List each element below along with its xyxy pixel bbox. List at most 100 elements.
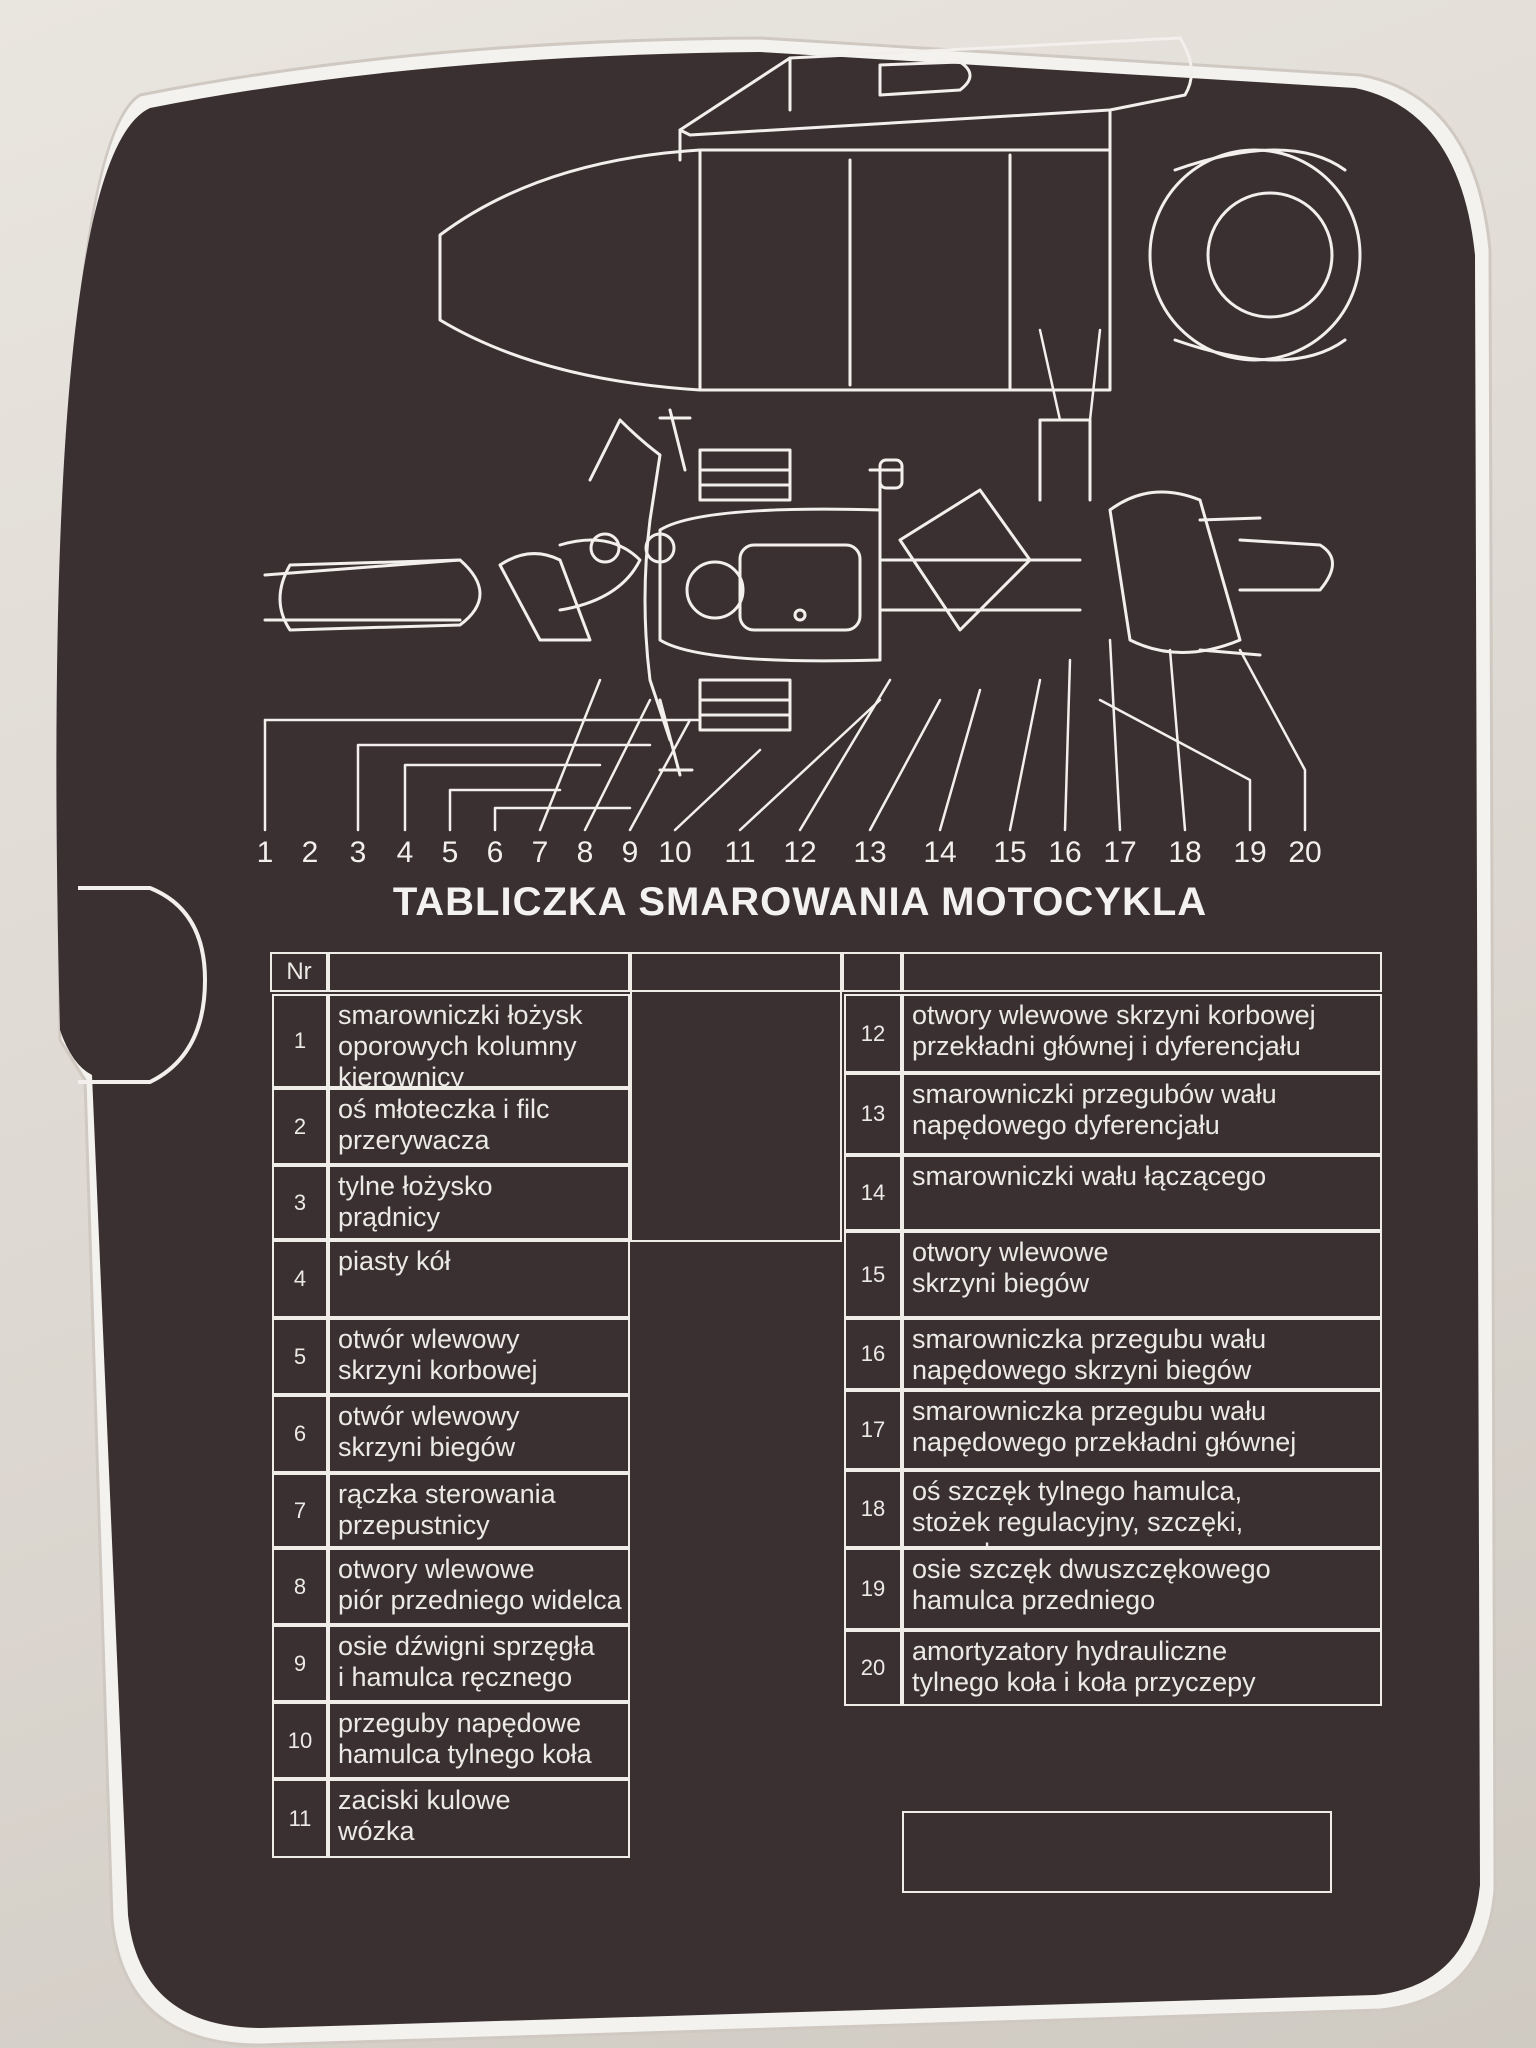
callout-number: 9: [621, 836, 639, 869]
table-row-number: 7: [272, 1473, 328, 1548]
table-row-description: smarowniczki przegubów wału napędowego d…: [902, 1073, 1382, 1155]
table-header-desc-right: [902, 952, 1382, 992]
table-row-number: 18: [844, 1470, 902, 1548]
table-row-description: otwory wlewowe skrzyni korbowej przekład…: [902, 994, 1382, 1073]
table-row-description: przeguby napędowe hamulca tylnego koła: [328, 1702, 630, 1779]
table-row-number: 6: [272, 1395, 328, 1473]
table-row-number: 1: [272, 994, 328, 1088]
plate-body: [56, 52, 1480, 2028]
table-row-description: oś szczęk tylnego hamulca, stożek regula…: [902, 1470, 1382, 1548]
sidecar-wheel-arc: [1173, 148, 1347, 362]
bottom-cylinder: [698, 678, 792, 732]
table-row-number: 11: [272, 1779, 328, 1858]
callout-number: 12: [783, 836, 817, 869]
callout-number: 11: [724, 836, 756, 869]
callout-number: 2: [301, 836, 319, 869]
gearbox-plug: [793, 608, 807, 622]
gearbox: [738, 543, 862, 632]
callout-number: 17: [1103, 836, 1137, 869]
rear-fork: [558, 538, 642, 612]
driveshaft: [878, 558, 1082, 612]
plate-title: TABLICZKA SMAROWANIA MOTOCYKLA: [392, 880, 1208, 924]
callout-number: 18: [1168, 836, 1202, 869]
table-row-number: 16: [844, 1318, 902, 1390]
callout-number: 14: [923, 836, 957, 869]
table-row-number: 17: [844, 1390, 902, 1470]
leader-lines: [263, 328, 1307, 832]
table-row-number: 5: [272, 1318, 328, 1395]
table-header-desc: [328, 952, 630, 992]
table-row-description: osie dźwigni sprzęgła i hamulca ręcznego: [328, 1625, 630, 1702]
table-row-description: otwór wlewowy skrzyni korbowej: [328, 1318, 630, 1395]
rear-axle: [1198, 516, 1262, 657]
generator: [685, 560, 745, 620]
table-row-number: 8: [272, 1548, 328, 1625]
table-row-description: otwór wlewowy skrzyni biegów: [328, 1395, 630, 1473]
table-row-number: 10: [272, 1702, 328, 1779]
callout-number: 16: [1048, 836, 1082, 869]
table-row-description: smarowniczka przegubu wału napędowego pr…: [902, 1390, 1382, 1470]
plate-tab: [78, 886, 208, 1084]
table-row-number: 14: [844, 1155, 902, 1231]
table-row-number: 15: [844, 1231, 902, 1318]
table-row-description: otwory wlewowe piór przedniego widelca: [328, 1548, 630, 1625]
table-row-description: smarowniczka przegubu wału napędowego sk…: [902, 1318, 1382, 1390]
callout-number: 15: [993, 836, 1027, 869]
table-row-number: 3: [272, 1165, 328, 1240]
sidecar-body: [438, 148, 1112, 392]
spark-plug-top: [658, 408, 692, 472]
carburetor-top: [878, 458, 904, 490]
callout-number: 8: [576, 836, 594, 869]
callout-number: 3: [349, 836, 367, 869]
table-row-number: 20: [844, 1630, 902, 1706]
table-row-number: 2: [272, 1088, 328, 1165]
table-row-number: 13: [844, 1073, 902, 1155]
table-header-nr-right: [842, 952, 902, 992]
sidecar-seat-inner: [878, 60, 972, 97]
top-cylinder: [698, 448, 792, 502]
callout-number: 4: [396, 836, 414, 869]
crankcase: [658, 507, 882, 663]
rear-wheel-shape: [498, 552, 592, 642]
table-row-description: zaciski kulowe wózka: [328, 1779, 630, 1858]
motorcycle-frame-rail: [263, 558, 462, 622]
table-row-number: 19: [844, 1548, 902, 1630]
drive-link: [1038, 418, 1092, 502]
callout-number: 5: [441, 836, 459, 869]
table-row-description: piasty kół: [328, 1240, 630, 1318]
cylinder-fins: [698, 468, 792, 717]
table-row-description: smarowniczki łożysk oporowych kolumny ki…: [328, 994, 630, 1088]
sidecar-wheel: [1148, 148, 1362, 362]
rear-brake: [1108, 490, 1242, 654]
carburetor: [868, 468, 902, 522]
table-header-nr: Nr: [270, 952, 328, 992]
table-row-description: amortyzatory hydrauliczne tylnego koła i…: [902, 1630, 1382, 1706]
sidecar-cowl: [698, 148, 1012, 392]
table-row-number: 12: [844, 994, 902, 1073]
table-row-description: rączka sterowania przepustnicy: [328, 1473, 630, 1548]
callout-number: 1: [256, 836, 274, 869]
callout-number: 20: [1288, 836, 1322, 869]
callout-number: 6: [486, 836, 504, 869]
table-row-description: tylne łożysko prądnicy: [328, 1165, 630, 1240]
spark-plug-bottom: [658, 698, 694, 777]
motorcycle-tail: [278, 558, 482, 632]
table-row-number: 9: [272, 1625, 328, 1702]
table-row-description: smarowniczki wału łączącego: [902, 1155, 1382, 1231]
callout-number: 19: [1233, 836, 1267, 869]
table-row-number: 4: [272, 1240, 328, 1318]
final-drive: [898, 488, 1032, 632]
sidecar-seat: [678, 36, 1193, 137]
callout-number: 10: [658, 836, 692, 869]
callout-number: 7: [531, 836, 549, 869]
sidecar-frame: [678, 56, 1112, 162]
callout-number: 13: [853, 836, 887, 869]
handlebar: [588, 418, 672, 742]
shock-absorber: [1238, 538, 1334, 592]
sidecar-wheel-hub: [1206, 191, 1334, 319]
rear-hub: [589, 532, 621, 564]
table-empty-cell: [902, 1811, 1332, 1893]
